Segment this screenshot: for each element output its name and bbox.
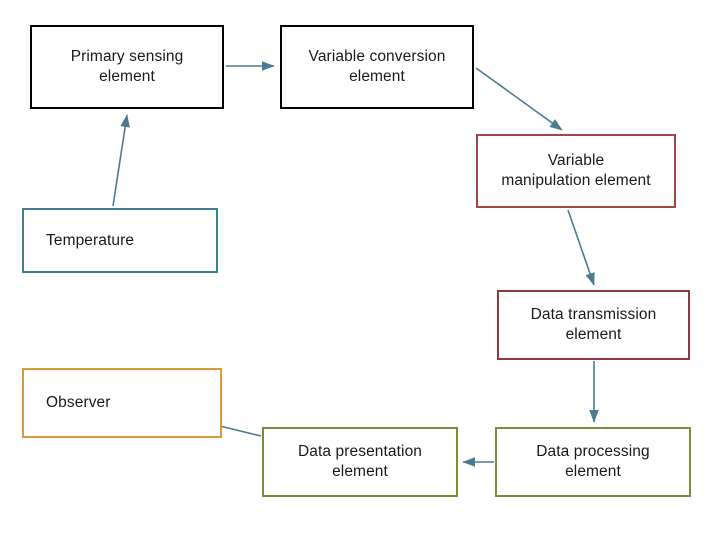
connector-temperature-to-primary (112, 114, 130, 207)
node-variable-conversion-element[interactable]: Variable conversion element (280, 25, 474, 109)
node-label: Observer (46, 394, 111, 412)
node-primary-sensing-element[interactable]: Primary sensing element (30, 25, 224, 109)
node-observer[interactable]: Observer (22, 368, 222, 438)
connector-manipulation-to-transmission (567, 209, 595, 286)
node-label: Data presentation element (297, 443, 423, 480)
node-label: Variable manipulation element (501, 152, 651, 189)
node-variable-manipulation-element[interactable]: Variable manipulation element (476, 134, 676, 208)
node-data-processing-element[interactable]: Data processing element (495, 427, 691, 497)
node-label: Data transmission element (530, 306, 657, 343)
node-label: Primary sensing element (70, 48, 184, 85)
node-label: Variable conversion element (308, 48, 446, 85)
connector-conversion-to-manipulation (475, 67, 563, 131)
node-data-transmission-element[interactable]: Data transmission element (497, 290, 690, 360)
node-temperature[interactable]: Temperature (22, 208, 218, 273)
node-data-presentation-element[interactable]: Data presentation element (262, 427, 458, 497)
node-label: Temperature (46, 231, 135, 249)
node-label: Data processing element (536, 443, 650, 480)
